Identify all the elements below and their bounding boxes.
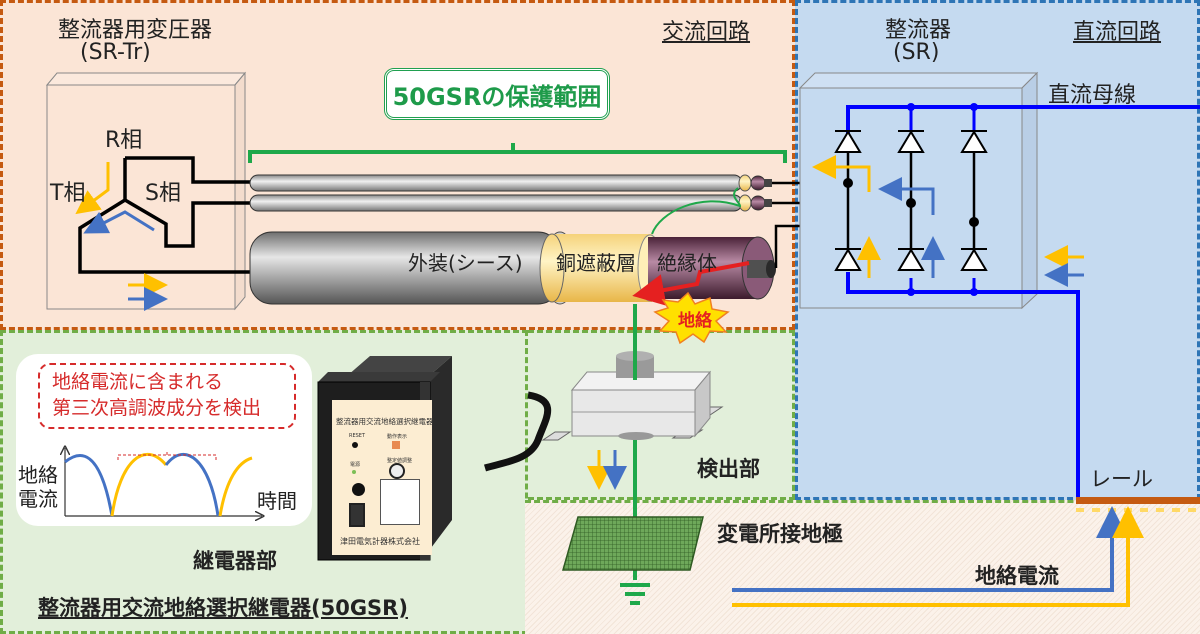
diode-icon [834,248,862,271]
reset-button[interactable] [352,442,358,448]
ground-electrode-label: 変電所接地極 [717,522,843,546]
dc-circuit-label: 直流回路 [1073,20,1162,45]
power-lamp [352,470,356,474]
graph-y-label-line2: 電流 [18,487,58,511]
ac-circuit-label: 交流回路 [662,20,751,45]
sheath-label: 外装(シース) [408,251,523,275]
operation-indicator-lamp [392,441,400,449]
rail-label: レール [1090,467,1153,491]
diode-icon [897,248,925,271]
diodes [834,130,988,271]
fault-current-label: 地絡電流 [975,564,1059,588]
fault-current-arrow [632,261,750,306]
bus-junctions [907,103,978,296]
dc-bus-label: 直流母線 [1048,83,1137,108]
detection-note: 地絡電流に含まれる 第三次高調波成分を検出 [38,363,296,429]
fault-burst-icon [653,291,730,345]
t-phase-label: T相 [50,181,86,206]
display-window [380,479,420,525]
manufacturer-label: 津田電気計器株式会社 [340,537,420,546]
protection-range-badge: 50GSRの保護範囲 [384,68,610,120]
detector-unit [483,340,724,472]
transformer-winding [78,156,255,274]
detector-label: 検出部 [697,457,760,481]
test-button[interactable] [352,483,365,496]
rectifier-title: 整流器 [885,18,952,43]
reset-label: RESET [349,433,366,439]
dc-positive-bus [846,105,1200,138]
shield-ground-wire [651,187,742,235]
graph-x-label: 時間 [257,489,297,513]
relay-face-plate: 整流器用交流地絡選択継電器 RESET 動作表示 電源 整定値調整 津田電気計器… [332,400,434,555]
graph-y-label-line1: 地絡 [18,463,58,487]
power-switch[interactable] [349,503,365,527]
graph-y-label: 地絡 電流 [18,463,58,511]
r-phase-label: R相 [105,128,143,153]
transformer-subtitle: (SR-Tr) [80,40,151,65]
t-phase-current-arrow [75,162,110,215]
transformer-title: 整流器用変圧器 [58,18,213,43]
indicator-label: 動作表示 [387,434,408,440]
insulator-label: 絶縁体 [657,251,717,275]
diode-icon [897,130,925,153]
relay-face-title: 整流器用交流地絡選択継電器 [336,417,434,426]
relay-unit-label: 継電器部 [193,549,277,573]
system-title: 整流器用交流地絡選択継電器(50GSR) [38,596,408,620]
setting-knob-label: 整定値調整 [387,458,413,464]
shield-label: 銅遮蔽層 [556,251,636,275]
protection-range-bracket [248,143,787,163]
dc-negative-bus [846,272,1080,500]
earth-current-blue [732,506,1128,592]
rectifier-subtitle: (SR) [893,40,940,65]
detection-note-line2: 第三次高調波成分を検出 [52,397,262,419]
ac-junctions [843,178,979,227]
earth-current-yellow [732,506,1144,607]
setting-knob[interactable] [389,463,405,479]
ground-symbol-icon [620,583,650,605]
cable-r-phase [249,174,848,192]
rect-arrow-blue-1 [878,177,935,215]
detection-note-line1: 地絡電流に含まれる [52,371,224,393]
diode-icon [960,248,988,271]
rail [1076,497,1200,504]
s-phase-label: S相 [145,181,181,206]
rect-arrow-yellow-1 [812,155,871,192]
diode-icon [834,130,862,153]
fault-label: 地絡 [678,311,712,331]
ground-electrode-mesh [562,516,704,571]
power-label: 電源 [350,462,361,468]
diode-icon [960,130,988,153]
s-phase-current-arrow [83,210,155,234]
